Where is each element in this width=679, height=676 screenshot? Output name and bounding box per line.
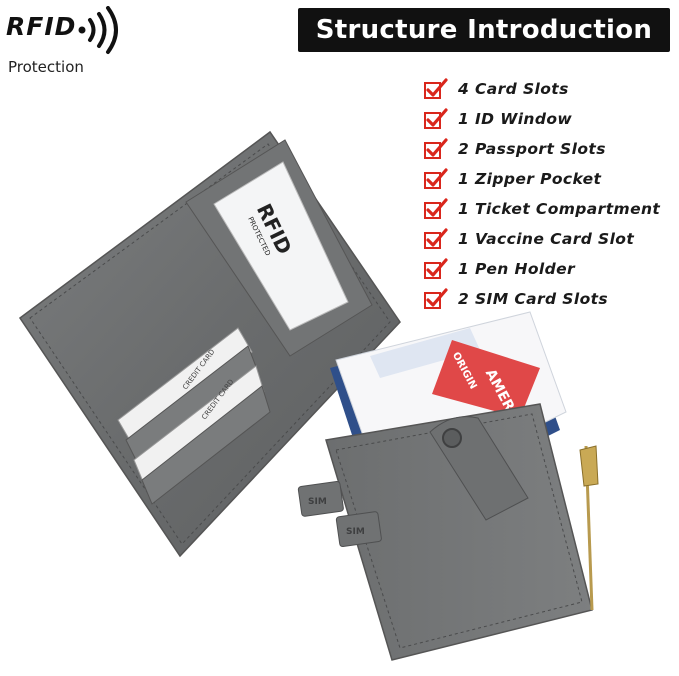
checkbox-checked-icon xyxy=(424,108,448,129)
feature-item: 4 Card Slots xyxy=(424,74,660,104)
feature-item: 1 Pen Holder xyxy=(424,254,660,284)
feature-label: 2 Passport Slots xyxy=(458,140,606,158)
rfid-subtitle: Protection xyxy=(8,58,84,76)
feature-item: 2 SIM Card Slots xyxy=(424,284,660,314)
feature-label: 1 Ticket Compartment xyxy=(458,200,661,218)
feature-item: 1 ID Window xyxy=(424,104,660,134)
zipper-pocket xyxy=(579,445,599,611)
snap-strap xyxy=(429,416,529,521)
rfid-label: RFID xyxy=(6,12,77,41)
checkbox-checked-icon xyxy=(424,288,448,309)
feature-label: 2 SIM Card Slots xyxy=(458,290,609,308)
rfid-protection-badge: RFID Protection xyxy=(4,4,144,84)
card-slots: CREDIT CARD CREDIT CARD xyxy=(117,327,271,505)
checkbox-checked-icon xyxy=(424,198,448,219)
wallet-right-panel: SIM SIM xyxy=(297,403,593,661)
feature-item: 2 Passport Slots xyxy=(424,134,660,164)
sim-slot: SIM xyxy=(297,480,344,517)
feature-label: 1 Pen Holder xyxy=(458,260,576,278)
section-banner: Structure Introduction xyxy=(298,8,670,52)
checkbox-checked-icon xyxy=(424,258,448,279)
checkbox-checked-icon xyxy=(424,228,448,249)
rfid-signal-icon xyxy=(78,6,118,54)
feature-label: 1 ID Window xyxy=(458,110,573,128)
id-window-pocket: RFID PROTECTED xyxy=(185,139,373,357)
sim-slot: SIM xyxy=(335,511,382,548)
checkbox-checked-icon xyxy=(424,168,448,189)
feature-label: 1 Vaccine Card Slot xyxy=(458,230,635,248)
feature-label: 1 Zipper Pocket xyxy=(458,170,602,188)
checkbox-checked-icon xyxy=(424,78,448,99)
feature-item: 1 Ticket Compartment xyxy=(424,194,660,224)
feature-label: 4 Card Slots xyxy=(458,80,569,98)
sim-label: SIM xyxy=(308,497,327,507)
sim-label: SIM xyxy=(346,527,365,537)
wallet-product-photo: RFID PROTECTED CREDIT CARD CREDIT CARD A… xyxy=(18,130,599,661)
feature-item: 1 Vaccine Card Slot xyxy=(424,224,660,254)
feature-item: 1 Zipper Pocket xyxy=(424,164,660,194)
feature-list: 4 Card Slots 1 ID Window 2 Passport Slot… xyxy=(424,74,660,314)
checkbox-checked-icon xyxy=(424,138,448,159)
banner-title: Structure Introduction xyxy=(315,15,653,45)
